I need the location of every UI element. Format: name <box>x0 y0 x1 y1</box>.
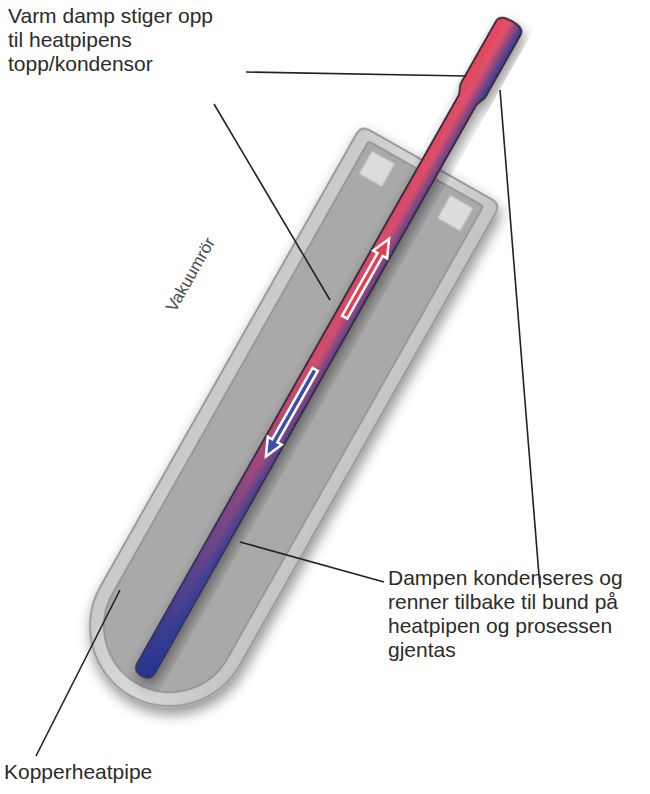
callout-text: Dampen kondenseres og renner tilbake til… <box>388 566 638 662</box>
part-name: Kopperheatpipe <box>4 760 152 784</box>
callout-text: Varm damp stiger opp til heatpipens topp… <box>8 4 223 76</box>
part-name: Vakuumrör <box>162 234 220 315</box>
condensate-down-arrow <box>259 365 322 460</box>
vapour-up-arrow <box>338 235 396 321</box>
leader-lines <box>36 72 540 756</box>
